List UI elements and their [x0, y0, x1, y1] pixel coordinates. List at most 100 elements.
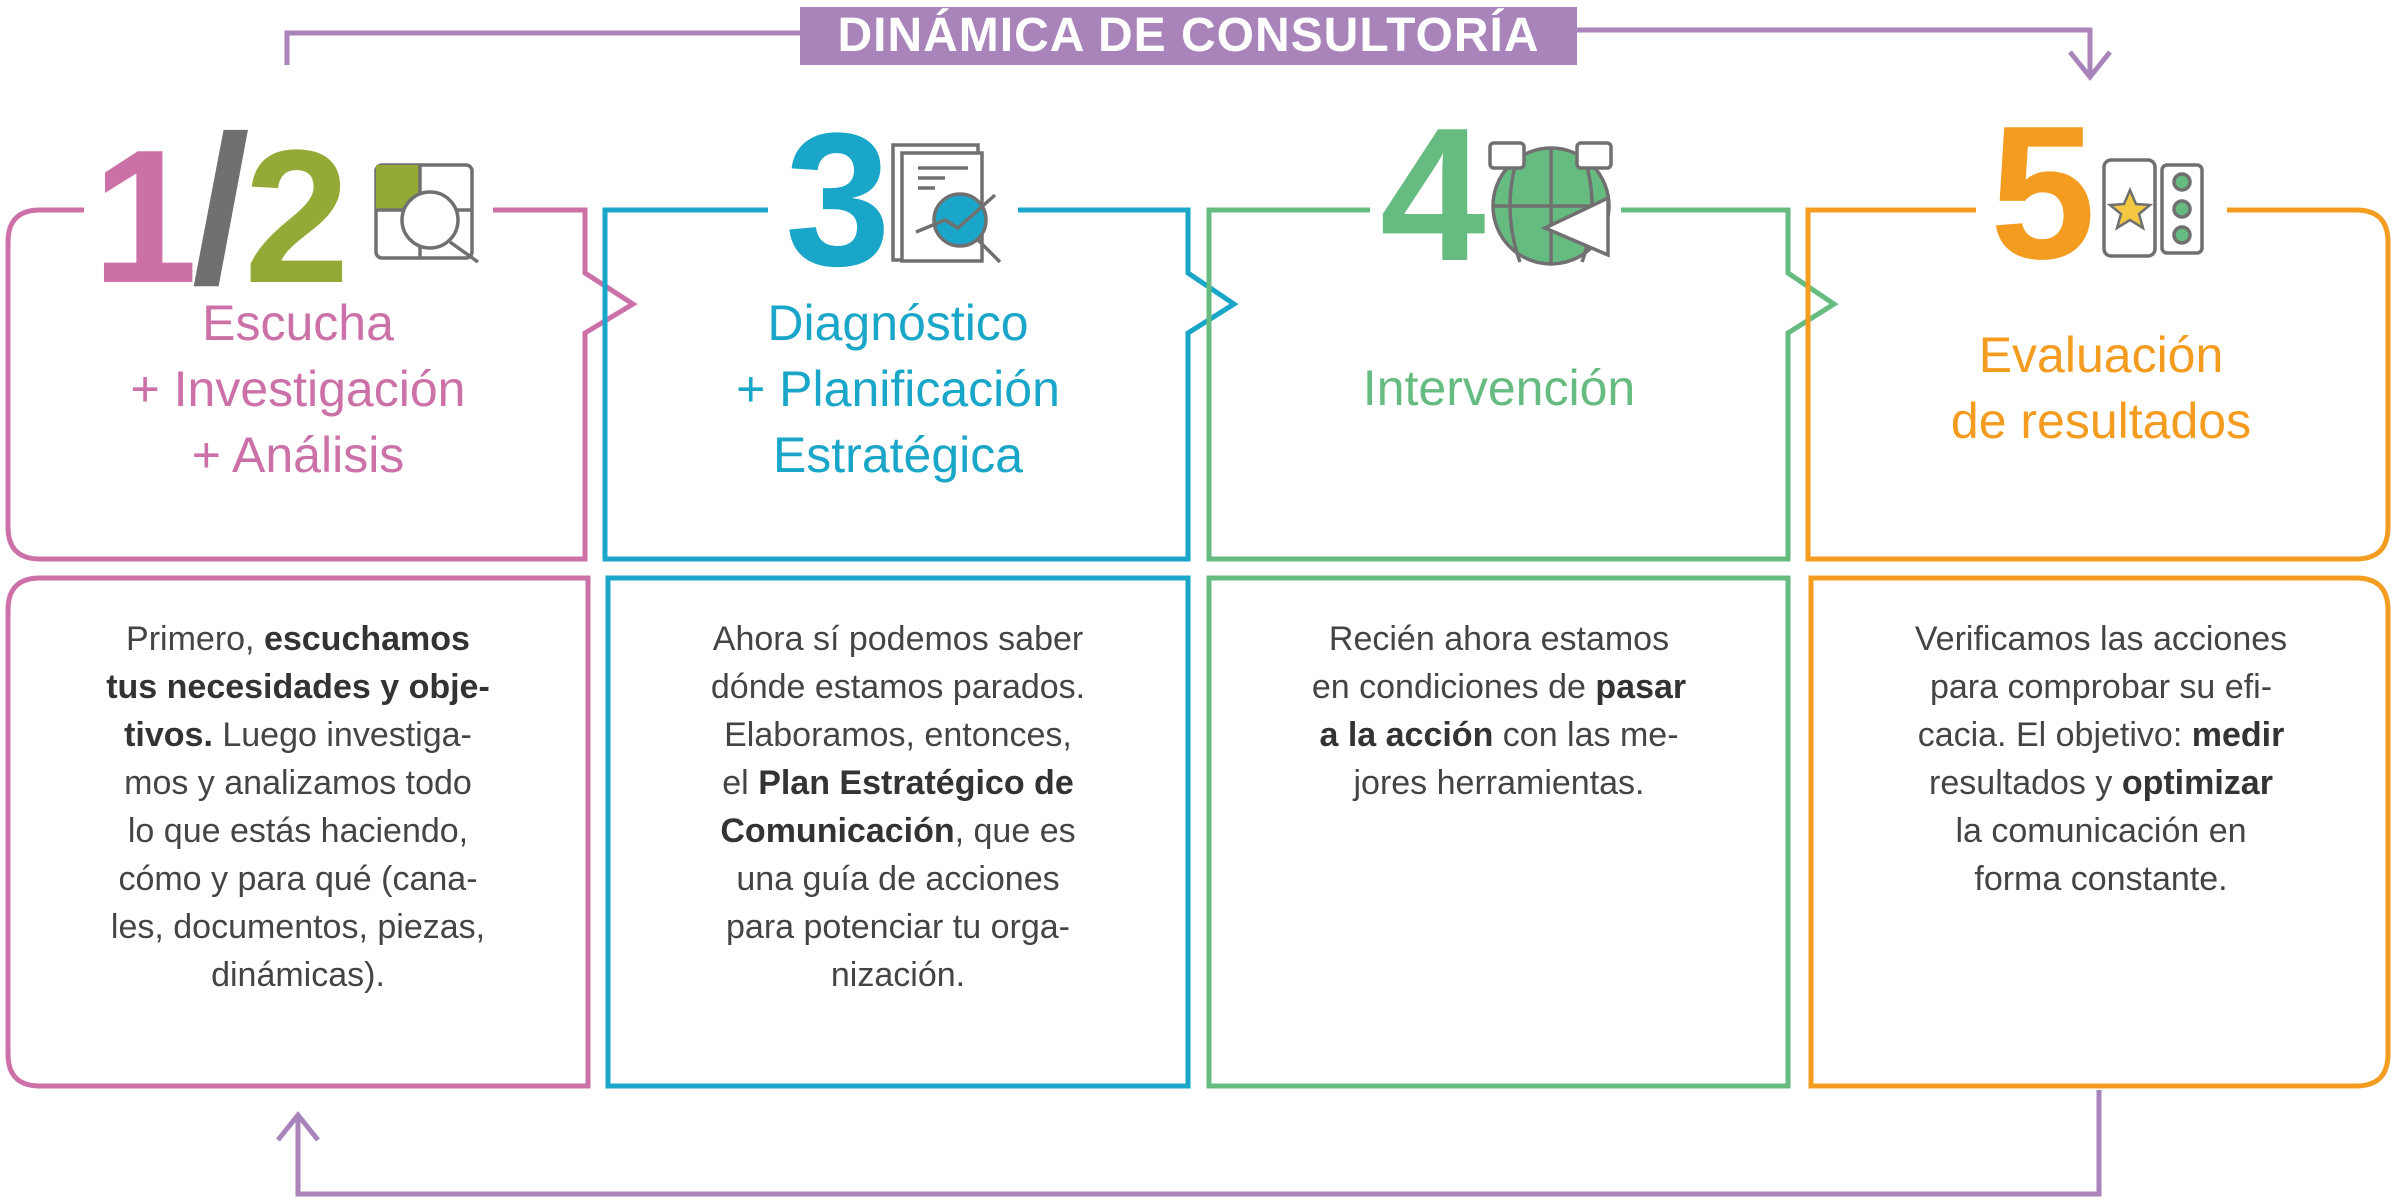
- document-chart-magnifier-icon: [891, 143, 1002, 264]
- up-arrow-icon: [276, 1110, 320, 1142]
- step-heading: Intervención: [1209, 355, 1789, 421]
- bold-text: escuchamos: [263, 620, 470, 658]
- description-line: Primero, escuchamos: [8, 615, 588, 663]
- top-connector-line: [284, 27, 2093, 77]
- header-box-5: [1805, 207, 2391, 562]
- heading-line: Escucha: [202, 295, 394, 351]
- header-box-1: [5, 207, 638, 562]
- text: Ahora sí podemos saber: [712, 620, 1084, 658]
- bold-text: Comunicación: [720, 812, 955, 850]
- text: Recién ahora estamos: [1328, 620, 1670, 658]
- heading-line: de resultados: [1950, 393, 2252, 449]
- bold-text: Plan Estratégico de: [758, 764, 1074, 802]
- page-title: DINÁMICA DE CONSULTORÍA: [800, 7, 1577, 65]
- step-heading: Evaluación de resultados: [1811, 322, 2391, 454]
- step-number-4: 4: [1380, 89, 1486, 301]
- body-box-4: [1206, 575, 1791, 1089]
- heading-line: + Planificación: [736, 361, 1060, 417]
- description-line: Verificamos las acciones: [1811, 615, 2391, 663]
- puzzle-magnifier-icon: [374, 163, 480, 264]
- heading-line: Evaluación: [1978, 327, 2224, 383]
- text: lo que estás haciendo,: [127, 812, 469, 850]
- text: forma constante.: [1974, 860, 2228, 898]
- body-box-1: [5, 575, 591, 1089]
- bottom-connector-line: [295, 1090, 2102, 1197]
- number-slash: /: [191, 92, 250, 327]
- text: Elaboramos, entonces,: [724, 716, 1072, 754]
- bold-text: pasar: [1595, 668, 1687, 706]
- step-number-3: 3: [785, 94, 891, 306]
- heading-line: Estratégica: [772, 427, 1024, 483]
- text: dinámicas).: [211, 956, 385, 994]
- text: cómo y para qué (cana-: [118, 860, 478, 898]
- description-line: mos y analizamos todo: [8, 759, 588, 807]
- text: Primero,: [126, 620, 264, 658]
- description-line: jores herramientas.: [1209, 759, 1789, 807]
- step-description: Primero, escuchamos tus necesidades y obj…: [8, 615, 588, 999]
- number-2: 2: [244, 111, 350, 323]
- text: jores herramientas.: [1353, 764, 1645, 802]
- description-line: cómo y para qué (cana-: [8, 855, 588, 903]
- header-box-4: [1206, 207, 1839, 562]
- text: para potenciar tu orga-: [726, 908, 1070, 946]
- description-line: resultados y optimizar: [1811, 759, 2391, 807]
- text: con las me-: [1493, 716, 1679, 754]
- step-number-1-2: 1/2: [92, 105, 350, 315]
- body-box-3: [605, 575, 1191, 1089]
- heading-line: Intervención: [1362, 360, 1636, 416]
- globe-megaphone-icon: [1488, 141, 1613, 266]
- text: mos y analizamos todo: [124, 764, 472, 802]
- text: una guía de acciones: [736, 860, 1060, 898]
- text: el: [722, 764, 759, 802]
- phone-star-checklist-icon: [2102, 158, 2204, 258]
- step-description: Ahora sí podemos saber dónde estamos para…: [608, 615, 1188, 999]
- description-line: nización.: [608, 951, 1188, 999]
- down-arrow-icon: [2068, 50, 2112, 82]
- description-line: forma constante.: [1811, 855, 2391, 903]
- header-box-3: [602, 207, 1239, 562]
- description-line: en condiciones de pasar: [1209, 663, 1789, 711]
- description-line: el Plan Estratégico de: [608, 759, 1188, 807]
- heading-line: Diagnóstico: [767, 295, 1029, 351]
- heading-line: + Análisis: [191, 427, 405, 483]
- heading-line: + Investigación: [130, 361, 466, 417]
- text: dónde estamos parados.: [710, 668, 1086, 706]
- description-line: a la acción con las me-: [1209, 711, 1789, 759]
- description-line: Recién ahora estamos: [1209, 615, 1789, 663]
- text: para comprobar su efi-: [1929, 668, 2273, 706]
- description-line: para potenciar tu orga-: [608, 903, 1188, 951]
- bold-text: tus necesidades y obje-: [106, 668, 490, 706]
- description-line: para comprobar su efi-: [1811, 663, 2391, 711]
- description-line: dónde estamos parados.: [608, 663, 1188, 711]
- description-line: tus necesidades y obje-: [8, 663, 588, 711]
- bold-text: optimizar: [2121, 764, 2273, 802]
- bold-text: medir: [2191, 716, 2285, 754]
- text: en condiciones de: [1311, 668, 1596, 706]
- description-line: una guía de acciones: [608, 855, 1188, 903]
- description-line: Ahora sí podemos saber: [608, 615, 1188, 663]
- bold-text: a la acción: [1319, 716, 1494, 754]
- text: cacia. El objetivo:: [1917, 716, 2192, 754]
- step-description: Recién ahora estamos en condiciones de pa…: [1209, 615, 1789, 807]
- description-line: tivos. Luego investiga-: [8, 711, 588, 759]
- text: la comunicación en: [1955, 812, 2247, 850]
- description-line: lo que estás haciendo,: [8, 807, 588, 855]
- body-box-5: [1808, 575, 2391, 1089]
- description-line: Elaboramos, entonces,: [608, 711, 1188, 759]
- text: Luego investiga-: [212, 716, 472, 754]
- step-heading: Escucha + Investigación + Análisis: [8, 290, 588, 488]
- description-line: la comunicación en: [1811, 807, 2391, 855]
- text: resultados y: [1929, 764, 2122, 802]
- step-description: Verificamos las acciones para comprobar s…: [1811, 615, 2391, 903]
- text: Verificamos las acciones: [1914, 620, 2288, 658]
- description-line: cacia. El objetivo: medir: [1811, 711, 2391, 759]
- description-line: les, documentos, piezas,: [8, 903, 588, 951]
- description-line: Comunicación, que es: [608, 807, 1188, 855]
- bold-text: tivos.: [124, 716, 213, 754]
- number-1: 1: [92, 111, 198, 323]
- text: nización.: [830, 956, 966, 994]
- text: les, documentos, piezas,: [110, 908, 486, 946]
- text: , que es: [954, 812, 1076, 850]
